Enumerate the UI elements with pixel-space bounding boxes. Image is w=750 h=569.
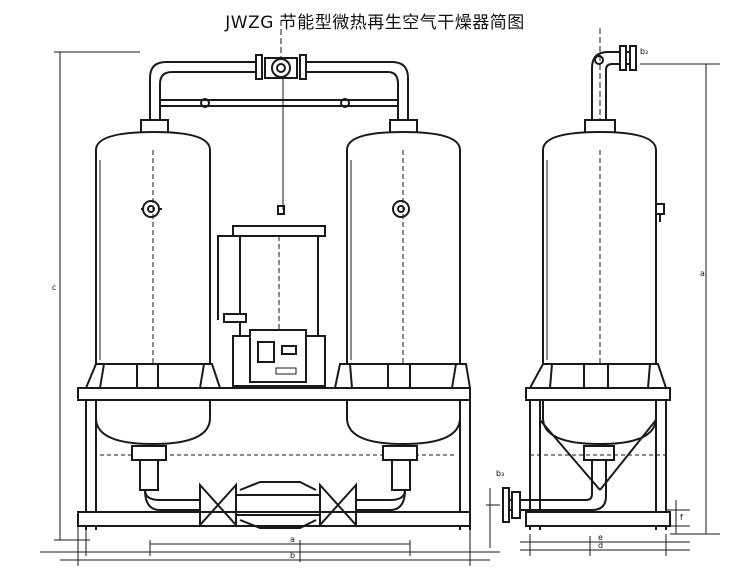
tower-supports xyxy=(85,363,471,389)
tower-bottom-heads xyxy=(95,399,461,491)
side-dimensions xyxy=(486,63,720,556)
port-label-b2: b₂ xyxy=(640,47,648,56)
dim-label-f: f xyxy=(680,513,683,522)
base-frame xyxy=(77,387,471,530)
front-dimensions xyxy=(40,51,500,566)
right-adsorption-tower xyxy=(346,119,461,365)
side-tower xyxy=(542,130,665,365)
purge-line xyxy=(160,78,398,215)
dim-label-a-side: a xyxy=(700,269,705,278)
dim-label-c: c xyxy=(52,283,56,292)
dim-label-d: d xyxy=(598,541,603,550)
dim-label-e: e xyxy=(598,533,603,542)
diagram-title: JWZG 节能型微热再生空气干燥器简图 xyxy=(225,13,525,33)
top-manifold xyxy=(149,20,409,120)
side-inlet-pipe xyxy=(502,460,607,523)
front-view xyxy=(40,20,500,566)
inlet-manifold xyxy=(144,481,406,529)
side-outlet-pipe xyxy=(584,28,637,135)
dim-label-b: b xyxy=(290,551,295,560)
side-supports xyxy=(525,363,671,530)
heater-unit xyxy=(217,225,326,387)
left-adsorption-tower xyxy=(95,119,211,365)
side-view xyxy=(486,28,720,556)
dim-label-a: a xyxy=(290,535,295,544)
port-label-b3: b₃ xyxy=(496,469,504,478)
